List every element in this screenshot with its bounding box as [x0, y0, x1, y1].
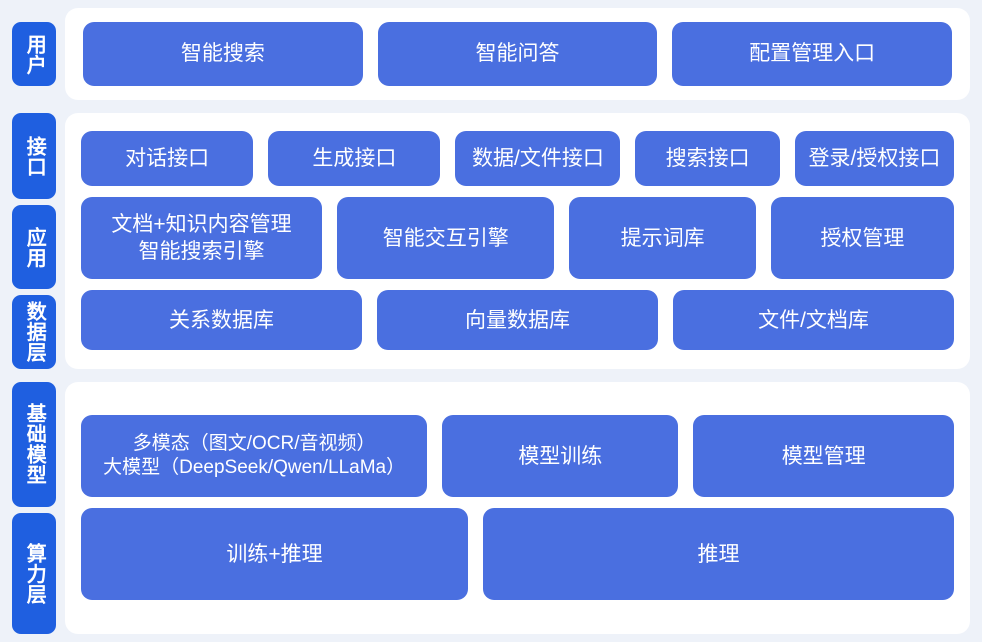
box-label: 登录/授权接口	[808, 147, 941, 171]
box-model-training[interactable]: 模型训练	[442, 415, 679, 498]
box-smart-qa[interactable]: 智能问答	[377, 22, 658, 86]
section-interface-tabs: 接口 应用 数据层	[12, 113, 56, 369]
box-data-file-api[interactable]: 数据/文件接口	[455, 131, 621, 187]
box-inference[interactable]: 推理	[483, 508, 954, 601]
data-row: 关系数据库 向量数据库 文件/文档库	[81, 290, 954, 351]
box-prompt-library[interactable]: 提示词库	[569, 197, 756, 280]
box-smart-interaction-engine[interactable]: 智能交互引擎	[337, 197, 555, 280]
box-smart-search[interactable]: 智能搜索	[83, 22, 363, 86]
layer-tab-interface[interactable]: 接口	[12, 113, 56, 199]
box-model-management[interactable]: 模型管理	[693, 415, 954, 498]
section-user-row-1: 智能搜索 智能问答 配置管理入口	[83, 22, 953, 86]
box-label: 模型管理	[781, 444, 866, 468]
section-user-panel: 智能搜索 智能问答 配置管理入口	[65, 8, 970, 100]
compute-row: 训练+推理 推理	[81, 508, 954, 601]
box-label-line-1: 文档+知识内容管理	[111, 212, 292, 236]
section-user: 用户 智能搜索 智能问答 配置管理入口	[12, 8, 970, 100]
box-config-management-entry[interactable]: 配置管理入口	[672, 22, 953, 86]
interface-row: 对话接口 生成接口 数据/文件接口 搜索接口 登录/授权接口	[81, 131, 954, 187]
box-login-auth-api[interactable]: 登录/授权接口	[794, 131, 954, 187]
foundation-model-row: 多模态（图文/OCR/音视频） 大模型（DeepSeek/Qwen/LLaMa）…	[81, 415, 954, 498]
section-interface-panel: 对话接口 生成接口 数据/文件接口 搜索接口 登录/授权接口 文	[65, 113, 970, 369]
box-label-line-2: 大模型（DeepSeek/Qwen/LLaMa）	[103, 457, 406, 479]
box-label: 数据/文件接口	[472, 147, 604, 171]
box-label: 提示词库	[620, 226, 705, 250]
box-search-api[interactable]: 搜索接口	[635, 131, 780, 187]
box-label: 推理	[697, 542, 740, 566]
section-interface-application-data: 接口 应用 数据层 对话接口 生成接口 数据/文件接口 搜索接口 登录/授权接	[12, 113, 970, 369]
box-label: 向量数据库	[465, 308, 570, 332]
box-label: 智能问答	[475, 42, 560, 66]
section-foundation-model-compute: 基础模型 算力层 多模态（图文/OCR/音视频） 大模型（DeepSeek/Qw…	[12, 381, 970, 634]
box-label-line-2: 智能搜索引擎	[138, 240, 265, 264]
layer-tab-application[interactable]: 应用	[12, 205, 56, 289]
section-user-tabs: 用户	[12, 8, 56, 100]
box-label: 对话接口	[125, 147, 210, 171]
box-label: 生成接口	[312, 147, 397, 171]
layer-tab-foundation-model[interactable]: 基础模型	[12, 381, 56, 508]
box-label: 配置管理入口	[749, 42, 876, 66]
box-dialog-api[interactable]: 对话接口	[81, 131, 254, 187]
box-label: 关系数据库	[169, 308, 274, 332]
box-training-plus-inference[interactable]: 训练+推理	[81, 508, 469, 601]
box-label: 模型训练	[518, 444, 603, 468]
box-document-knowledge-management[interactable]: 文档+知识内容管理 智能搜索引擎	[81, 197, 323, 280]
box-multimodal-large-model[interactable]: 多模态（图文/OCR/音视频） 大模型（DeepSeek/Qwen/LLaMa）	[81, 415, 428, 498]
box-vector-database[interactable]: 向量数据库	[377, 290, 658, 351]
layer-tab-compute[interactable]: 算力层	[12, 513, 56, 634]
box-label: 搜索接口	[665, 147, 750, 171]
box-relational-database[interactable]: 关系数据库	[81, 290, 362, 351]
box-file-document-repository[interactable]: 文件/文档库	[673, 290, 954, 351]
box-label: 智能搜索	[180, 42, 265, 66]
box-label-line-1: 多模态（图文/OCR/音视频）	[132, 432, 376, 454]
box-generation-api[interactable]: 生成接口	[268, 131, 441, 187]
section-foundation-tabs: 基础模型 算力层	[12, 381, 56, 634]
box-label: 文件/文档库	[758, 308, 869, 332]
box-label: 智能交互引擎	[382, 226, 509, 250]
box-label: 授权管理	[820, 226, 905, 250]
layer-tab-data[interactable]: 数据层	[12, 295, 56, 369]
layer-tab-user[interactable]: 用户	[12, 22, 56, 86]
section-foundation-panel: 多模态（图文/OCR/音视频） 大模型（DeepSeek/Qwen/LLaMa）…	[65, 381, 970, 634]
application-row: 文档+知识内容管理 智能搜索引擎 智能交互引擎 提示词库 授权管理	[81, 197, 954, 280]
box-authorization-management[interactable]: 授权管理	[770, 197, 954, 280]
box-label: 训练+推理	[226, 542, 323, 566]
